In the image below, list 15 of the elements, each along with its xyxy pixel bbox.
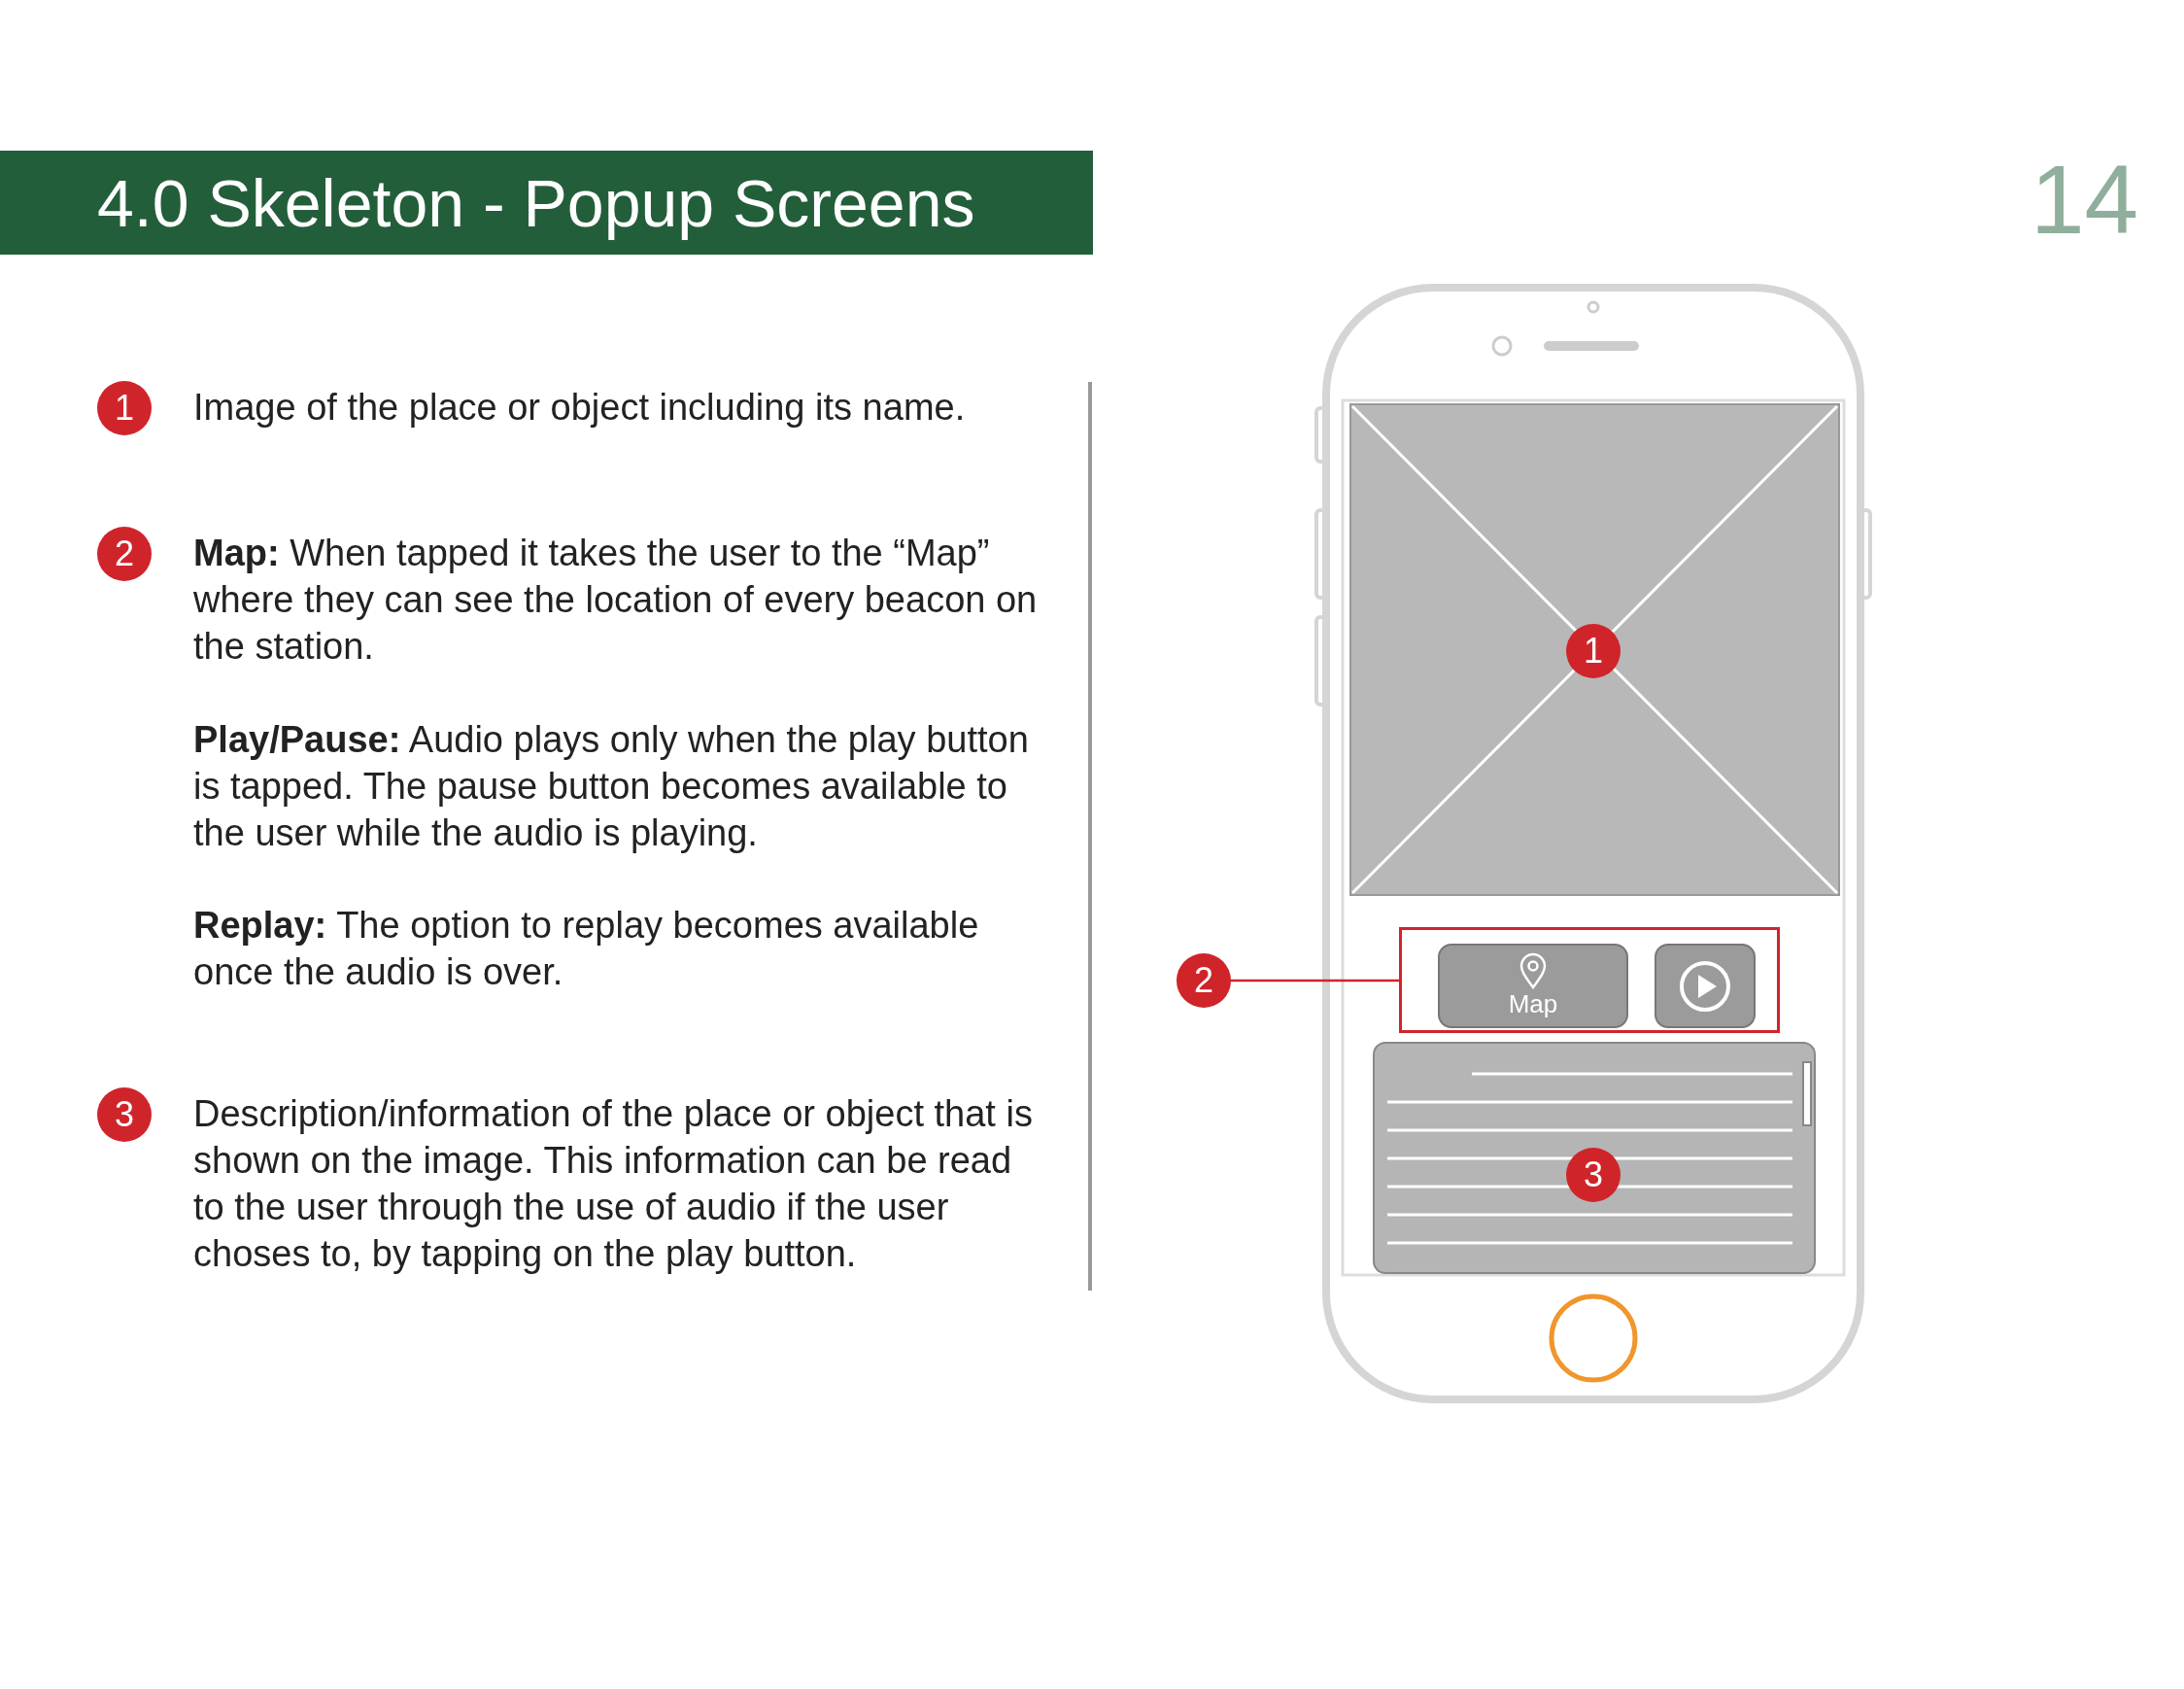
description-text: Description/information of the place or object that is shown on the image. This information can be read to the user through the use of audio if the user choses to, by tapping on the play button.: [193, 1092, 1034, 1276]
callout-number: 2: [1177, 953, 1231, 1008]
callout-number: 3: [97, 1087, 152, 1142]
page-title: 4.0 Skeleton - Popup Screens: [97, 165, 975, 242]
callout-number: 1: [97, 381, 152, 435]
description-text: Image of the place or object including its name.: [193, 386, 967, 430]
description-text: Play/Pause: Audio plays only when the play button is tapped. The pause button becomes available to the user while the audio is playing.: [193, 718, 1030, 855]
description-text: Replay: The option to replay becomes available once the audio is over.: [193, 904, 980, 994]
play-button: [1655, 944, 1756, 1028]
highlight-frame: [1399, 927, 1780, 1033]
leader-line: [1231, 979, 1399, 982]
map-button: Map: [1438, 944, 1628, 1028]
page-number: 14: [2030, 146, 2140, 253]
callout-number: 2: [97, 527, 152, 581]
description-text: Map: When tapped it takes the user to the “Map” where they can see the location of every beacon on the station.: [193, 532, 1039, 669]
